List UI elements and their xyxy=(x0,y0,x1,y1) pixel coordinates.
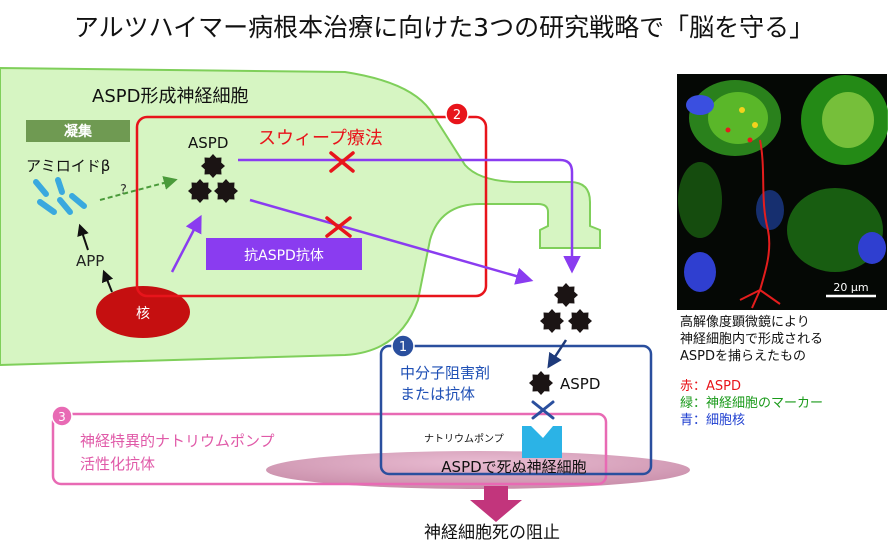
aggregation-badge xyxy=(26,120,130,142)
photo-caption: 高解像度顕微鏡により 神経細胞内で形成される ASPDを捕らえたもの xyxy=(680,314,823,365)
strategy-1-line1: 中分子阻害剤 xyxy=(400,364,490,382)
scale-bar-label: 20 μm xyxy=(833,281,868,294)
outcome-label: 神経細胞死の阻止 xyxy=(424,523,560,540)
nucleus-label: 核 xyxy=(136,306,150,322)
nucleus-to-app-arrow xyxy=(101,269,114,293)
strategy-1-number: 1 xyxy=(399,340,407,355)
anti-aspd-antibody-label: 抗ASPD抗体 xyxy=(244,248,324,264)
sodium-pump-label: ナトリウムポンプ xyxy=(424,433,504,445)
neuron-cell-body xyxy=(0,66,601,367)
aggregation-label: 凝集 xyxy=(64,123,93,140)
legend-red: 赤：ASPD xyxy=(680,379,741,394)
app-to-amyloid-arrow xyxy=(77,223,89,251)
dying-neuron-membrane xyxy=(266,451,690,489)
nucleus xyxy=(96,286,190,338)
strategy-1-box xyxy=(379,344,653,476)
app-label: APP xyxy=(76,252,104,270)
microscopy-image: 20 μm xyxy=(677,74,888,310)
block-x-mark-lower xyxy=(325,216,352,238)
aspd-label-pump: ASPD xyxy=(560,375,600,393)
strategy-3-line1: 神経特異的ナトリウムポンプ xyxy=(80,432,275,450)
aspd-secretion-arrow-lower xyxy=(249,198,534,285)
sweep-therapy-label: スウィープ療法 xyxy=(258,128,383,149)
strategy-1-badge xyxy=(391,334,415,358)
aspd-oligomer xyxy=(214,179,238,203)
aspd-label-internal: ASPD xyxy=(188,134,228,152)
amyloid-beta-fragments xyxy=(33,177,87,215)
nucleus-to-aspd-arrow xyxy=(170,214,202,273)
dying-neuron-label: ASPDで死ぬ神経細胞 xyxy=(441,458,586,476)
anti-aspd-antibody-box xyxy=(206,238,362,270)
strategy-2-number: 2 xyxy=(453,108,461,123)
legend-green: 緑：神経細胞のマーカー xyxy=(680,396,824,411)
aspd-oligomer xyxy=(188,179,212,203)
aspd-oligomer-single xyxy=(529,371,553,395)
aspd-oligomer xyxy=(201,154,225,178)
strategy-3-number: 3 xyxy=(58,410,66,424)
aspd-oligomer-extracellular xyxy=(568,309,592,333)
aspd-oligomer-extracellular xyxy=(540,309,564,333)
strategy-2-badge xyxy=(445,102,469,126)
question-mark: ? xyxy=(120,183,127,198)
aspd-binding-arrow xyxy=(547,339,568,369)
strategy-3-line2: 活性化抗体 xyxy=(80,455,155,473)
page-title: アルツハイマー病根本治療に向けた3つの研究戦略で「脳を守る」 xyxy=(74,13,814,42)
amyloid-to-aspd-arrow xyxy=(99,176,178,201)
legend-blue: 青：細胞核 xyxy=(680,413,746,428)
strategy-3-box xyxy=(51,412,608,486)
block-x-mark-pump xyxy=(531,400,555,420)
photo-caption-line: ASPDを捕らえたもの xyxy=(680,349,806,364)
photo-caption-line: 神経細胞内で形成される xyxy=(680,332,824,347)
strategy-3-badge xyxy=(51,405,73,427)
sodium-pump-icon xyxy=(522,426,562,458)
aspd-secretion-arrow-upper xyxy=(238,158,581,274)
photo-caption-line: 高解像度顕微鏡により xyxy=(680,315,810,330)
outcome-arrow xyxy=(470,486,522,522)
block-x-mark-upper xyxy=(329,151,355,173)
strategy-2-box xyxy=(135,115,488,298)
cell-label: ASPD形成神経細胞 xyxy=(92,86,248,107)
strategy-1-line2: または抗体 xyxy=(400,385,475,403)
aspd-oligomer-extracellular xyxy=(554,283,578,307)
amyloid-beta-label: アミロイドβ xyxy=(26,157,110,175)
photo-legend: 赤：ASPD 緑：神経細胞のマーカー 青：細胞核 xyxy=(680,378,823,429)
